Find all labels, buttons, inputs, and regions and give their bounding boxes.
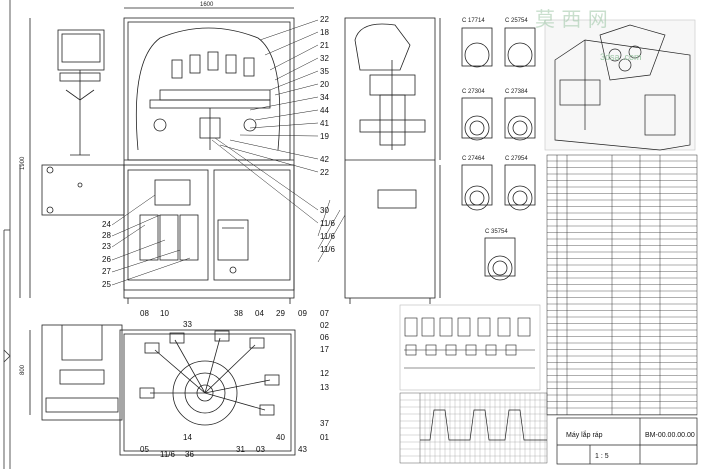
callout-pt0: 08 (140, 309, 149, 318)
callout-m8: 41 (320, 119, 329, 128)
parts-list-rows (547, 160, 697, 415)
callout-f1: 28 (102, 231, 111, 240)
callout-m4: 35 (320, 67, 329, 76)
callout-pt8: 02 (320, 321, 329, 330)
mid-leaders (211, 19, 346, 263)
callout-m13: 11/6 (320, 219, 336, 228)
callout-pr2: 13 (320, 383, 329, 392)
callout-pr3: 37 (320, 419, 329, 428)
callout-f4: 27 (102, 267, 111, 276)
title-block-scale: 1 : 5 (595, 453, 609, 460)
callout-pt2: 33 (183, 320, 192, 329)
callout-f5: 25 (102, 280, 111, 289)
callout-pr5: 01 (320, 433, 329, 442)
callout-m6: 34 (320, 93, 329, 102)
section-label-5: C 27464 (462, 156, 485, 162)
callout-pb2: 11/6 (160, 450, 176, 459)
callout-m0: 22 (320, 15, 329, 24)
callout-pr4: 40 (276, 433, 285, 442)
pneumatic-schematic (399, 304, 541, 391)
callout-m11: 22 (320, 168, 329, 177)
callout-m1: 18 (320, 28, 329, 37)
callout-f0: 24 (102, 220, 111, 229)
callout-pb5: 03 (256, 445, 265, 454)
callout-pt5: 29 (276, 309, 285, 318)
callout-m9: 19 (320, 132, 329, 141)
callout-pb6: 43 (298, 445, 307, 454)
parts-list-table (546, 154, 698, 416)
title-block-drawing-number: BM-00.00.00.00 (645, 432, 695, 439)
callout-pb1: 14 (183, 433, 192, 442)
isometric-view (544, 19, 696, 151)
callout-m15: 11/6 (320, 245, 336, 254)
plan-view (29, 324, 296, 456)
callout-pt4: 04 (255, 309, 264, 318)
title-block-name: Máy lắp ráp (566, 430, 603, 439)
section-label-1: C 17714 (462, 18, 485, 24)
title-block (556, 417, 698, 465)
dim-plan-label: 800 (20, 364, 26, 375)
front-leaders (111, 194, 191, 286)
callout-m12: 30 (320, 206, 329, 215)
callout-pb4: 31 (236, 445, 245, 454)
section-label-7: C 35754 (485, 229, 508, 235)
timing-trace (420, 409, 547, 441)
section-label-2: C 25754 (505, 18, 528, 24)
section-label-6: C 27954 (505, 156, 528, 162)
sheet-border (3, 0, 11, 469)
timing-grid (400, 393, 547, 463)
callout-pt6: 09 (298, 309, 307, 318)
front-view (19, 7, 295, 304)
section-label-4: C 27384 (505, 89, 528, 95)
side-view (344, 17, 441, 304)
dim-side-label: 1900 (20, 156, 26, 170)
callout-m10: 42 (320, 155, 329, 164)
callout-m2: 21 (320, 41, 329, 50)
callout-pb3: 36 (185, 450, 194, 459)
callout-pt7: 07 (320, 309, 329, 318)
callout-m5: 20 (320, 80, 329, 89)
callout-pt9: 06 (320, 333, 329, 342)
watermark-text: 莫 西 网 (535, 7, 608, 31)
watermark-url: 3dsa .com (600, 52, 642, 62)
callout-pt1: 10 (160, 309, 169, 318)
callout-pb0: 05 (140, 445, 149, 454)
callout-pt3: 38 (234, 309, 243, 318)
callout-m3: 32 (320, 54, 329, 63)
dim-top-label: 1600 (200, 2, 214, 8)
callout-f2: 23 (102, 242, 111, 251)
callout-f3: 26 (102, 255, 111, 264)
section-label-3: C 27304 (462, 89, 485, 95)
callout-m7: 44 (320, 106, 329, 115)
callout-pr0: 17 (320, 345, 329, 354)
section-views (461, 27, 536, 281)
callout-m14: 11/6 (320, 232, 336, 241)
callout-pr1: 12 (320, 369, 329, 378)
